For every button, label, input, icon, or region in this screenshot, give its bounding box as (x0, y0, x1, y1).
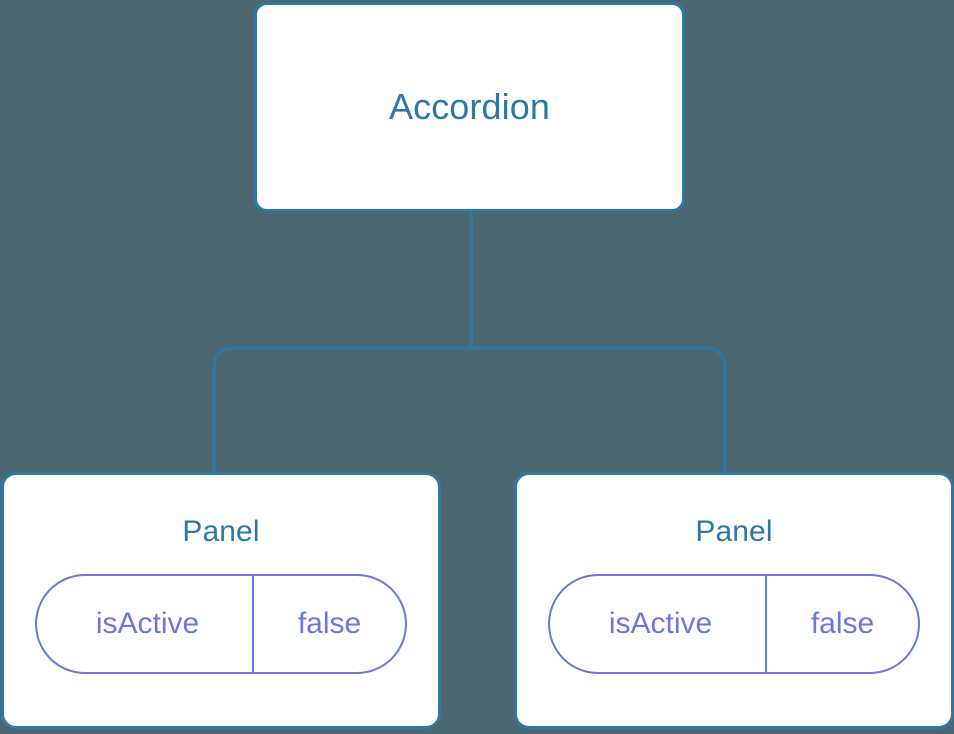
prop-value-isactive: false (252, 576, 405, 672)
node-panel-2[interactable]: Panel isActive false (514, 472, 954, 729)
node-accordion-title: Accordion (389, 86, 550, 127)
connector-branch-right (471, 346, 727, 474)
prop-pill-panel-1[interactable]: isActive false (35, 574, 407, 674)
node-panel-1-title: Panel (182, 515, 260, 548)
node-accordion[interactable]: Accordion (254, 2, 685, 212)
node-panel-1[interactable]: Panel isActive false (1, 472, 441, 729)
connector-branch-left (212, 346, 472, 474)
prop-pill-panel-2[interactable]: isActive false (548, 574, 920, 674)
prop-key-isactive: isActive (95, 607, 200, 640)
node-panel-2-title: Panel (695, 515, 773, 548)
prop-value-isactive: false (765, 576, 918, 672)
prop-key-isactive: isActive (608, 607, 713, 640)
